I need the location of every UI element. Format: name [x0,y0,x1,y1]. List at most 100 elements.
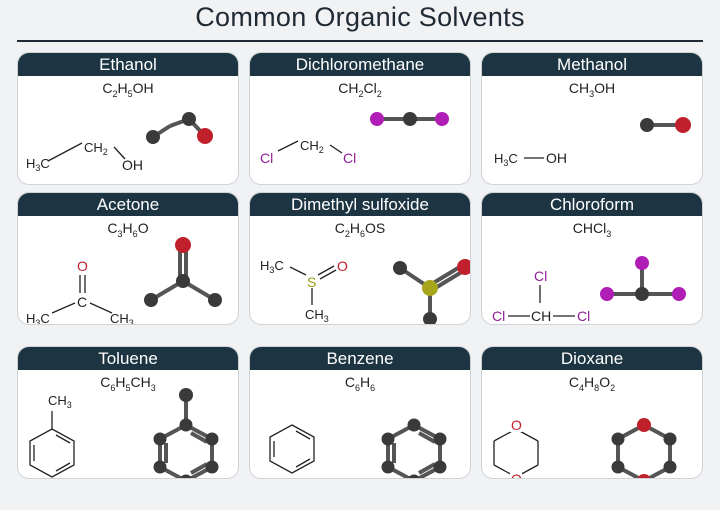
carbon-atom [407,418,421,432]
card-title: Acetone [18,193,238,216]
card-methanol: Methanol CH3OH H3C OH [481,52,703,185]
carbon-atom [611,460,625,474]
toluene-structure: CH3 [29,388,219,478]
oxygen-atom [675,117,691,133]
dmso-structure: H3C S O CH3 [260,258,470,324]
carbon-atom [611,432,625,446]
label-oh: OH [122,157,143,173]
carbon-atom [208,293,222,307]
benzene-structure [269,418,447,478]
carbon-atom [408,474,420,478]
molecular-formula: C2H6OS [334,220,386,239]
carbon-atom [182,112,196,126]
card-chloroform: Chloroform CHCl3 Cl Cl CH Cl [481,192,703,325]
chlorine-atom [672,287,686,301]
label-cl: Cl [577,308,590,324]
label-ch2: CH2 [84,140,108,157]
card-title: Benzene [250,347,470,370]
molecular-formula: C6H6 [344,374,376,393]
molecular-formula: CH3OH [568,80,616,99]
label-ch3: CH3 [48,393,72,410]
carbon-atom [153,460,167,474]
card-title: Dimethyl sulfoxide [250,193,470,216]
carbon-atom [176,274,190,288]
carbon-atom [205,460,219,474]
label-oh: OH [546,150,567,166]
oxygen-atom [637,474,651,478]
label-h3c: H3C [260,258,284,275]
carbon-atom [663,460,677,474]
label-s: S [307,274,316,290]
chlorine-atom [635,256,649,270]
title-divider [17,40,703,42]
carbon-atom [180,474,192,478]
page-title: Common Organic Solvents [195,2,525,32]
carbon-atom [423,312,437,324]
card-title: Chloroform [482,193,702,216]
carbon-atom [635,287,649,301]
carbon-atom [179,418,193,432]
carbon-atom [393,261,407,275]
label-h3c: H3C [26,311,50,325]
carbon-atom [433,460,447,474]
oxygen-atom [197,128,213,144]
molecular-formula: C4H8O2 [568,374,616,393]
label-h3c: H3C [26,156,50,173]
label-cl: Cl [260,150,273,166]
card-title: Toluene [18,347,238,370]
carbon-atom [146,130,160,144]
carbon-atom [205,432,219,446]
solvent-grid: Ethanol C2H5OH H3C CH2 OH Dichloromethan… [17,52,703,502]
label-cl: Cl [343,150,356,166]
label-c: C [77,294,87,310]
label-ch3: CH3 [305,307,329,324]
card-title: Dioxane [482,347,702,370]
card-dimethyl-sulfoxide: Dimethyl sulfoxide C2H6OS H3C S O CH3 [249,192,471,325]
chloroform-structure: Cl Cl CH Cl [492,256,686,324]
oxygen-atom [457,259,470,275]
oxygen-atom [637,418,651,432]
molecular-formula: C2H5OH [102,80,154,99]
molecular-formula: C6H5CH3 [100,374,156,393]
chlorine-atom [600,287,614,301]
methanol-structure: H3C OH [494,117,691,168]
carbon-atom [640,118,654,132]
card-dichloromethane: Dichloromethane CH2Cl2 Cl CH2 Cl [249,52,471,185]
molecular-formula: CH2Cl2 [338,80,382,99]
card-title: Dichloromethane [250,53,470,76]
card-ethanol: Ethanol C2H5OH H3C CH2 OH [17,52,239,185]
oxygen-atom [175,237,191,253]
label-o: O [511,417,522,433]
carbon-atom [403,112,417,126]
dioxane-structure: O O [493,417,677,479]
ethanol-structure: H3C CH2 OH [26,112,213,173]
carbon-atom [381,432,395,446]
label-ch: CH [531,308,551,324]
card-acetone: Acetone C3H6O O C H3C CH3 [17,192,239,325]
card-dioxane: Dioxane C4H8O2 O O [481,346,703,479]
label-cl: Cl [492,308,505,324]
acetone-structure: O C H3C CH3 [26,237,222,325]
label-h3c: H3C [494,151,518,168]
carbon-atom [381,460,395,474]
carbon-atom [663,432,677,446]
dichloromethane-structure: Cl CH2 Cl [260,112,449,166]
sulfur-atom [422,280,438,296]
carbon-atom [144,293,158,307]
chlorine-atom [370,112,384,126]
carbon-atom [153,432,167,446]
carbon-atom [179,388,193,402]
card-benzene: Benzene C6H6 [249,346,471,479]
label-cl: Cl [534,268,547,284]
label-o: O [77,258,88,274]
label-ch2: CH2 [300,138,324,155]
chlorine-atom [435,112,449,126]
label-o: O [511,471,522,479]
card-title: Methanol [482,53,702,76]
card-title: Ethanol [18,53,238,76]
card-toluene: Toluene C6H5CH3 CH3 [17,346,239,479]
molecular-formula: CHCl3 [572,220,612,239]
label-o: O [337,258,348,274]
label-ch3: CH3 [110,311,134,325]
carbon-atom [433,432,447,446]
